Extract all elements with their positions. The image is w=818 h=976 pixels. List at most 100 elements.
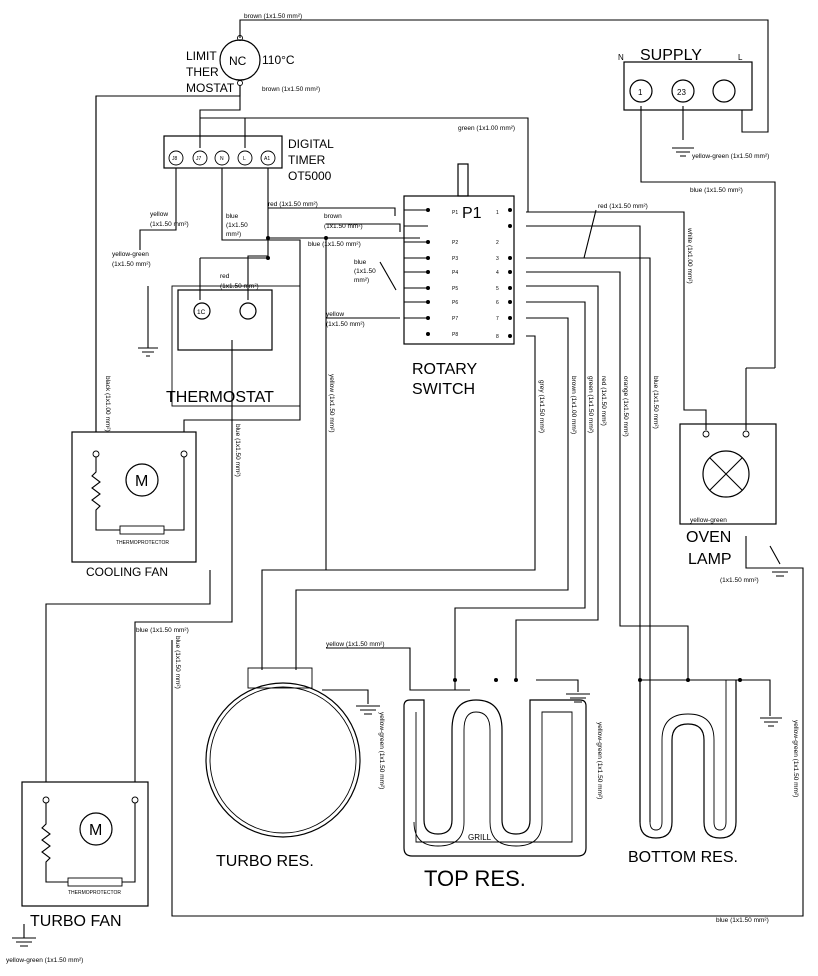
right-pin-label: 4 (496, 270, 499, 276)
right-pin (508, 334, 512, 338)
top-res-grill-label: GRILL (468, 833, 492, 842)
timer-terminal-label: J8 (172, 156, 178, 162)
left-pin (426, 286, 430, 290)
wire-brown-res (295, 317, 569, 670)
wire-blue-supply (640, 106, 776, 368)
rotary-switch-right-pins: 1 2 3 4 5 6 7 8 (496, 208, 512, 340)
label-yg-thermo-2: (1x1.50 mm²) (112, 261, 151, 268)
right-pin (508, 208, 512, 212)
wire-red-timer-to-sw (268, 207, 396, 216)
turbo-res-title: TURBO RES. (216, 853, 314, 870)
wire-yellow-turbo (326, 647, 470, 691)
supply-n: N (618, 53, 624, 62)
label-blue-sw: blue (1x1.50 mm²) (308, 241, 361, 248)
supply-terminal-23 (671, 79, 695, 103)
left-pin (426, 208, 430, 212)
label-blue-turbo: blue (1x1.50 mm²) (136, 627, 189, 634)
label-yellow-timer-2: (1x1.50 mm²) (150, 221, 189, 228)
left-pin-label: P4 (452, 270, 458, 276)
label-brown-sw-2: (1x1.50 mm²) (324, 223, 363, 230)
label-blue-p5-2: (1x1.50 (354, 268, 376, 275)
bottom-res-element-inner (649, 680, 727, 831)
turbo-fan-coil (41, 803, 136, 883)
ground-icon (536, 679, 590, 703)
turbo-fan-motor-label: M (89, 822, 102, 839)
label-blue-p5-1: blue (354, 259, 367, 266)
bottom-res-element (639, 680, 737, 839)
label-brown-sw-1: brown (324, 213, 342, 220)
oven-lamp-terminal (702, 430, 710, 438)
turbo-fan-terminal (131, 796, 139, 804)
cooling-fan-terminal (180, 450, 188, 458)
left-pin-label: P3 (452, 256, 458, 262)
thermostat-terminal-2 (239, 302, 257, 320)
left-pin-lines (404, 209, 428, 319)
wire-yellow-timer (139, 168, 177, 250)
oven-lamp-label-1: OVEN (686, 529, 731, 546)
oven-lamp-cross (709, 457, 743, 491)
rotary-switch-left-pins: P1 P2 P3 P4 P5 P6 P7 P8 (404, 208, 458, 338)
left-pin-label: P1 (452, 210, 458, 216)
ground-icon (138, 347, 158, 357)
junction-dot (324, 236, 328, 240)
wire-white-lamp (526, 211, 707, 430)
label-blue-fan: blue (1x1.50 mm²) (234, 424, 241, 477)
wire-red-right-diag (526, 209, 597, 259)
timer-terminal (237, 150, 253, 166)
right-pin (508, 270, 512, 274)
label-brown-top: brown (1x1.50 mm²) (244, 13, 302, 20)
right-pin (508, 300, 512, 304)
junction-dot (686, 678, 690, 682)
rotary-switch-id: P1 (462, 205, 482, 222)
junction-dot (266, 236, 270, 240)
right-pin-label: 6 (496, 300, 499, 306)
right-pin-label: 2 (496, 240, 499, 246)
label-yellow-p7-2: (1x1.50 mm²) (326, 321, 365, 328)
label-red-timer: red (1x1.50 mm²) (268, 201, 318, 208)
junction-dots (266, 236, 742, 682)
cooling-fan-terminal (92, 450, 100, 458)
supply-l: L (738, 53, 743, 62)
label-blue-timer-1: blue (226, 213, 239, 220)
wires (45, 19, 804, 917)
wire-limit-timer (199, 86, 241, 148)
timer-terminal-label: N (220, 156, 224, 162)
wire-labels: brown (1x1.50 mm²) brown (1x1.50 mm²) gr… (6, 13, 799, 964)
thermostat-terminal-label: 1C (197, 309, 206, 316)
label-yg-turbo-res: yellow-green (1x1.50 mm²) (378, 712, 385, 789)
wire-green-timer (200, 117, 529, 212)
timer-terminal (168, 150, 184, 166)
right-pin (508, 224, 512, 228)
rotary-switch: P1 ROTARY SWITCH P1 P2 P3 P4 P5 P6 P7 P8 (403, 163, 515, 398)
wire-turbo-left (45, 570, 211, 782)
label-yellow-turbo: yellow (1x1.50 mm²) (326, 641, 385, 648)
label-green-res: green (1x1.50 mm²) (587, 376, 594, 433)
turbo-fan-protector-label: THERMOPROTECTOR (68, 890, 121, 896)
wire-orange-res (526, 271, 689, 680)
wire-lamp-feed (745, 367, 775, 430)
left-pin (426, 270, 430, 274)
label-blue-supply: blue (1x1.50 mm²) (690, 187, 743, 194)
oven-lamp-box (679, 423, 777, 525)
top-res-inner (413, 711, 573, 847)
label-yg-thermo-1: yellow-green (112, 251, 149, 258)
label-white-lamp: white (1x1.00 mm²) (686, 227, 693, 284)
wire-blue-turbo-v (171, 536, 804, 917)
turbo-res-ring-inner (209, 686, 357, 834)
turbo-fan-thermoprotector (67, 877, 123, 887)
label-yellow-mid: yellow (1x1.50 mm²) (328, 374, 335, 433)
rotary-switch-shaft (457, 163, 469, 197)
label-yg-bottom-res: yellow-green (1x1.50 mm²) (792, 720, 799, 797)
left-pin-label: P8 (452, 332, 458, 338)
label-blue-turbo-v: blue (1x1.50 mm²) (174, 636, 181, 689)
turbo-res: TURBO RES. (205, 667, 361, 870)
right-pin-label: 8 (496, 334, 499, 340)
left-pin-label: P7 (452, 316, 458, 322)
ground-icon (768, 545, 792, 577)
oven-lamp-terminal (742, 430, 750, 438)
right-pin (508, 286, 512, 290)
junction-dot (514, 678, 518, 682)
digital-timer-label-1: DIGITAL (288, 137, 334, 151)
